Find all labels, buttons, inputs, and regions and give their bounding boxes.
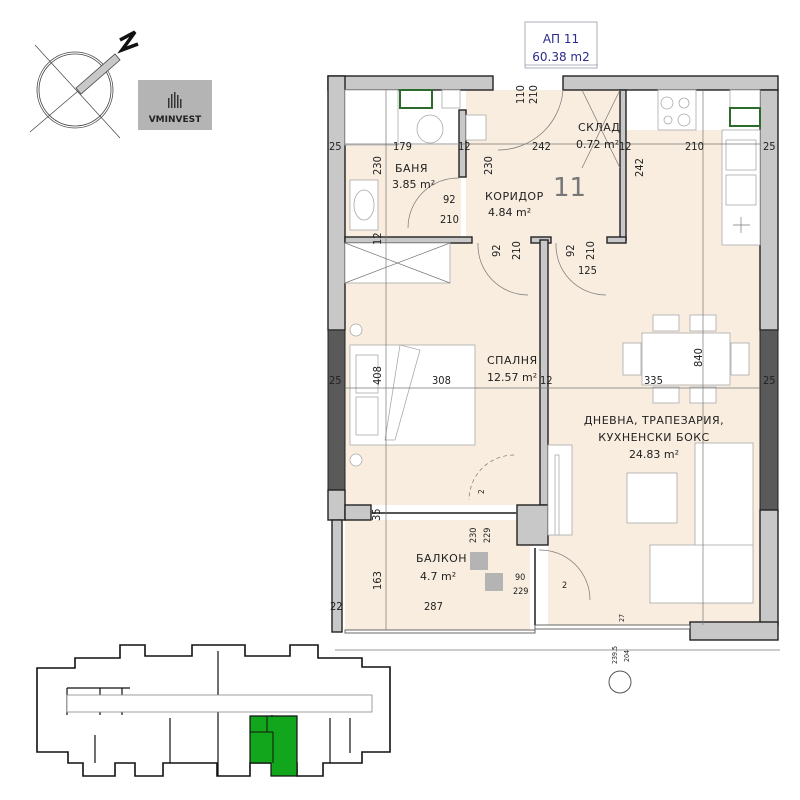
svg-text:204: 204 bbox=[623, 650, 631, 662]
svg-text:12: 12 bbox=[619, 140, 632, 153]
svg-text:25: 25 bbox=[763, 374, 776, 387]
room-name-bedroom: СПАЛНЯ bbox=[487, 354, 538, 367]
room-area-bathroom: 3.85 m² bbox=[392, 178, 435, 191]
apartment-number: АП 11 bbox=[543, 32, 579, 46]
svg-text:12: 12 bbox=[371, 232, 384, 245]
room-name-bathroom: БАНЯ bbox=[395, 162, 428, 175]
vminvest-logo: VMINVEST bbox=[138, 80, 212, 130]
svg-text:242: 242 bbox=[633, 158, 646, 177]
svg-text:308: 308 bbox=[432, 374, 451, 387]
svg-text:210: 210 bbox=[527, 85, 540, 104]
svg-text:12: 12 bbox=[540, 374, 553, 387]
unit-number: 11 bbox=[553, 173, 586, 203]
svg-text:12: 12 bbox=[458, 140, 471, 153]
svg-text:25: 25 bbox=[329, 374, 342, 387]
dimension-labels: 110 210 25 179 12 242 12 210 25 230 230 … bbox=[329, 85, 776, 664]
room-area-corridor: 4.84 m² bbox=[488, 206, 531, 219]
north-compass-icon bbox=[29, 30, 139, 139]
apartment-area: 60.38 m2 bbox=[532, 50, 590, 64]
svg-text:90: 90 bbox=[515, 573, 525, 583]
room-name-kitchen: КУХНЕНСКИ БОКС bbox=[598, 431, 709, 444]
svg-text:179: 179 bbox=[393, 140, 412, 153]
svg-text:230: 230 bbox=[469, 528, 479, 543]
furniture bbox=[344, 89, 761, 694]
svg-text:VMINVEST: VMINVEST bbox=[149, 115, 202, 125]
svg-text:2: 2 bbox=[562, 581, 567, 591]
svg-text:210: 210 bbox=[510, 241, 523, 260]
room-area-living: 24.83 m² bbox=[629, 448, 679, 461]
svg-text:210: 210 bbox=[440, 213, 459, 226]
room-name-corridor: КОРИДОР bbox=[485, 190, 544, 203]
svg-text:287: 287 bbox=[424, 600, 443, 613]
room-area-storage: 0.72 m² bbox=[576, 138, 619, 151]
svg-text:230: 230 bbox=[371, 156, 384, 175]
svg-text:92: 92 bbox=[443, 193, 456, 206]
svg-text:92: 92 bbox=[564, 244, 577, 257]
svg-text:125: 125 bbox=[578, 264, 597, 277]
svg-text:242: 242 bbox=[532, 140, 551, 153]
svg-text:35: 35 bbox=[370, 508, 383, 521]
room-name-living: ДНЕВНА, ТРАПЕЗАРИЯ, bbox=[584, 414, 724, 427]
svg-text:2: 2 bbox=[477, 489, 486, 494]
svg-text:230: 230 bbox=[482, 156, 495, 175]
svg-text:25: 25 bbox=[763, 140, 776, 153]
apartment-title-box: АП 11 60.38 m2 bbox=[524, 21, 598, 69]
svg-text:229: 229 bbox=[483, 528, 493, 543]
svg-text:210: 210 bbox=[584, 241, 597, 260]
svg-text:840: 840 bbox=[692, 348, 705, 367]
svg-text:335: 335 bbox=[644, 374, 663, 387]
svg-text:408: 408 bbox=[371, 366, 384, 385]
room-name-storage: СКЛАД bbox=[578, 121, 620, 134]
svg-text:239.5: 239.5 bbox=[611, 646, 619, 664]
svg-text:210: 210 bbox=[685, 140, 704, 153]
svg-text:92: 92 bbox=[490, 244, 503, 257]
svg-text:22: 22 bbox=[330, 600, 343, 613]
svg-text:27: 27 bbox=[618, 614, 626, 622]
room-area-bedroom: 12.57 m² bbox=[487, 371, 537, 384]
svg-text:110: 110 bbox=[514, 85, 527, 104]
room-labels: БАНЯ 3.85 m² КОРИДОР 4.84 m² СКЛАД 0.72 … bbox=[392, 121, 724, 583]
svg-text:229: 229 bbox=[513, 587, 528, 597]
svg-text:163: 163 bbox=[371, 571, 384, 590]
room-name-balcony: БАЛКОН bbox=[416, 552, 467, 565]
room-area-balcony: 4.7 m² bbox=[420, 570, 456, 583]
svg-text:25: 25 bbox=[329, 140, 342, 153]
building-key-plan bbox=[36, 644, 391, 777]
door-swings bbox=[335, 89, 780, 651]
